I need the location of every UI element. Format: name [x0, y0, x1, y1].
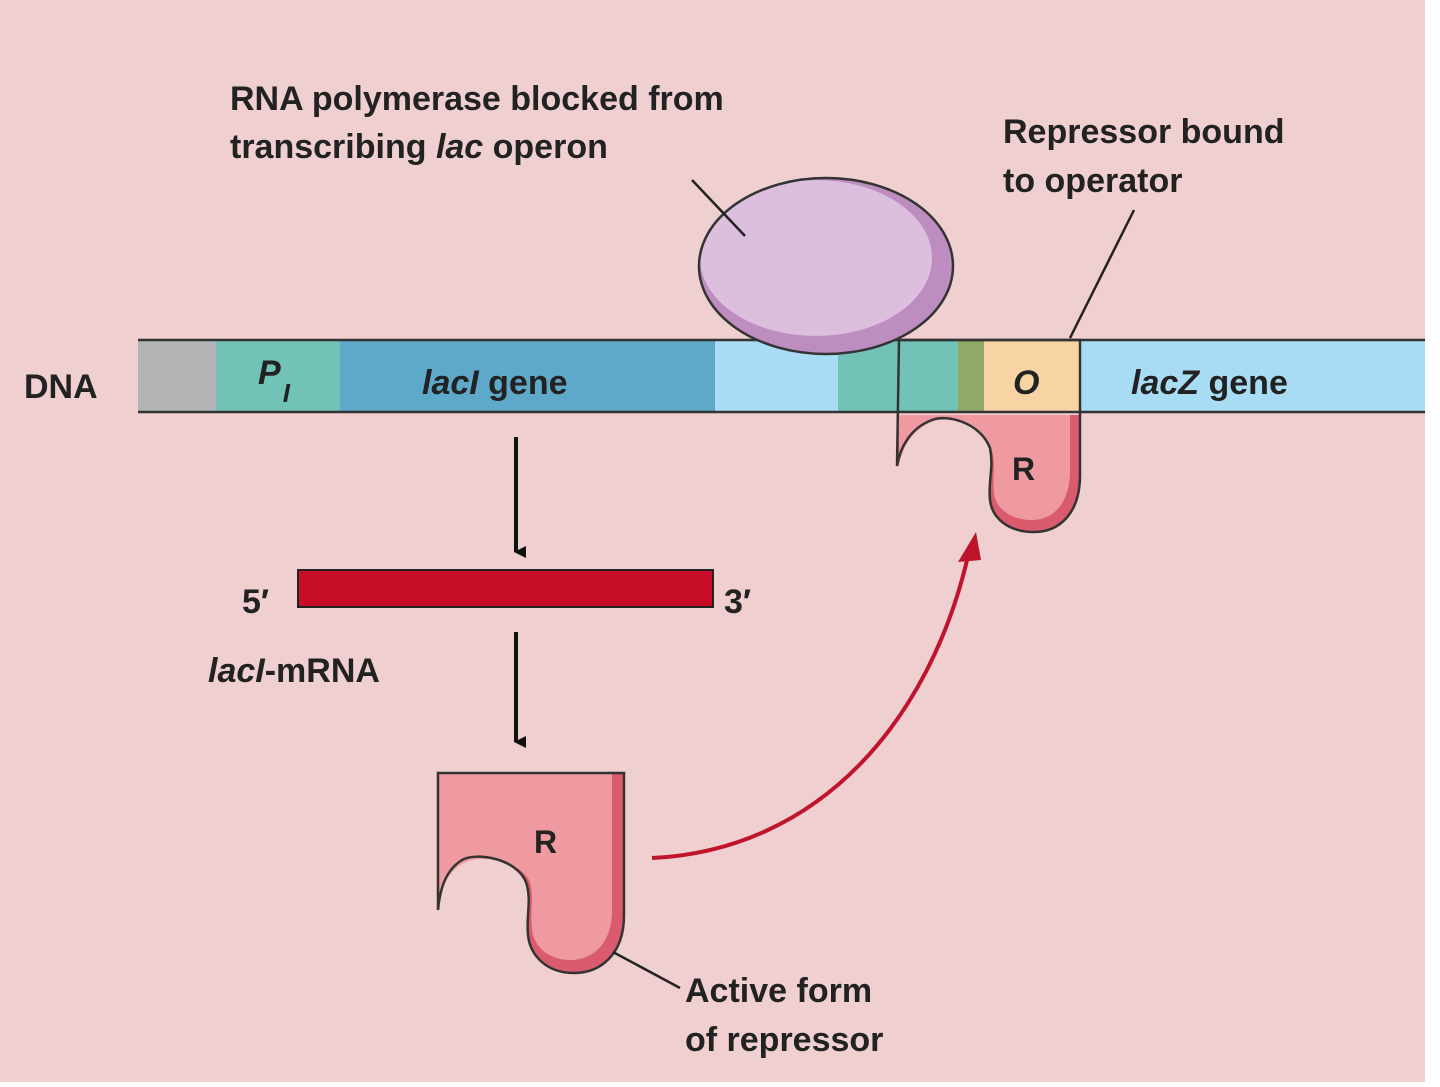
active-repressor-caption-line2: of repressor [685, 1021, 883, 1059]
binding-arrow [651, 555, 970, 860]
rna-pol-caption-line1: RNA polymerase blocked from [230, 80, 724, 118]
rna-polymerase [697, 176, 955, 356]
repressor-bound-leader-line [1068, 209, 1136, 339]
dna-segment-operator [984, 340, 1080, 412]
repressor-bound-body [899, 415, 1070, 520]
three-prime-label: 3′ [724, 583, 751, 621]
repressor-free-body [438, 773, 612, 960]
dna-segment-laci [340, 340, 715, 412]
repressor-bound-outline [895, 338, 1082, 534]
rna-polymerase-outline [697, 176, 955, 356]
five-prime-label: 5′ [242, 583, 269, 621]
dna-label: DNA [24, 368, 98, 406]
repressor-free-r-label: R [534, 824, 557, 860]
dna-segment-upstream [138, 340, 216, 412]
promoter-label: PI [258, 354, 291, 408]
rna-pol-leader-line [691, 179, 746, 237]
rna-pol-caption-line2: transcribing lac operon [230, 128, 608, 166]
repressor-free-outline [436, 771, 626, 975]
dna-segment-cap-site [958, 340, 984, 412]
dna-segment-promoter [216, 340, 340, 412]
active-repressor-leader-line [612, 950, 681, 990]
repressor-bound-caption-line2: to operator [1003, 162, 1182, 200]
repressor-free: R [436, 771, 626, 975]
repressor-bound-caption-line1: Repressor bound [1003, 113, 1284, 151]
rna-polymerase-body [700, 180, 932, 336]
laci-gene-label: lacI gene [422, 364, 568, 402]
active-repressor-caption-line1: Active form [685, 972, 872, 1010]
laci-mrna-label: lacI-mRNA [208, 652, 380, 690]
binding-arrowhead [958, 532, 981, 562]
operator-label: O [1013, 364, 1039, 402]
dna-segment-lacz [1080, 340, 1425, 412]
laci-mrna-bar [297, 569, 714, 608]
lacz-gene-label: lacZ gene [1131, 364, 1288, 402]
repressor-bound-r-label: R [1012, 451, 1035, 487]
repressor-bound: R [895, 338, 1082, 534]
